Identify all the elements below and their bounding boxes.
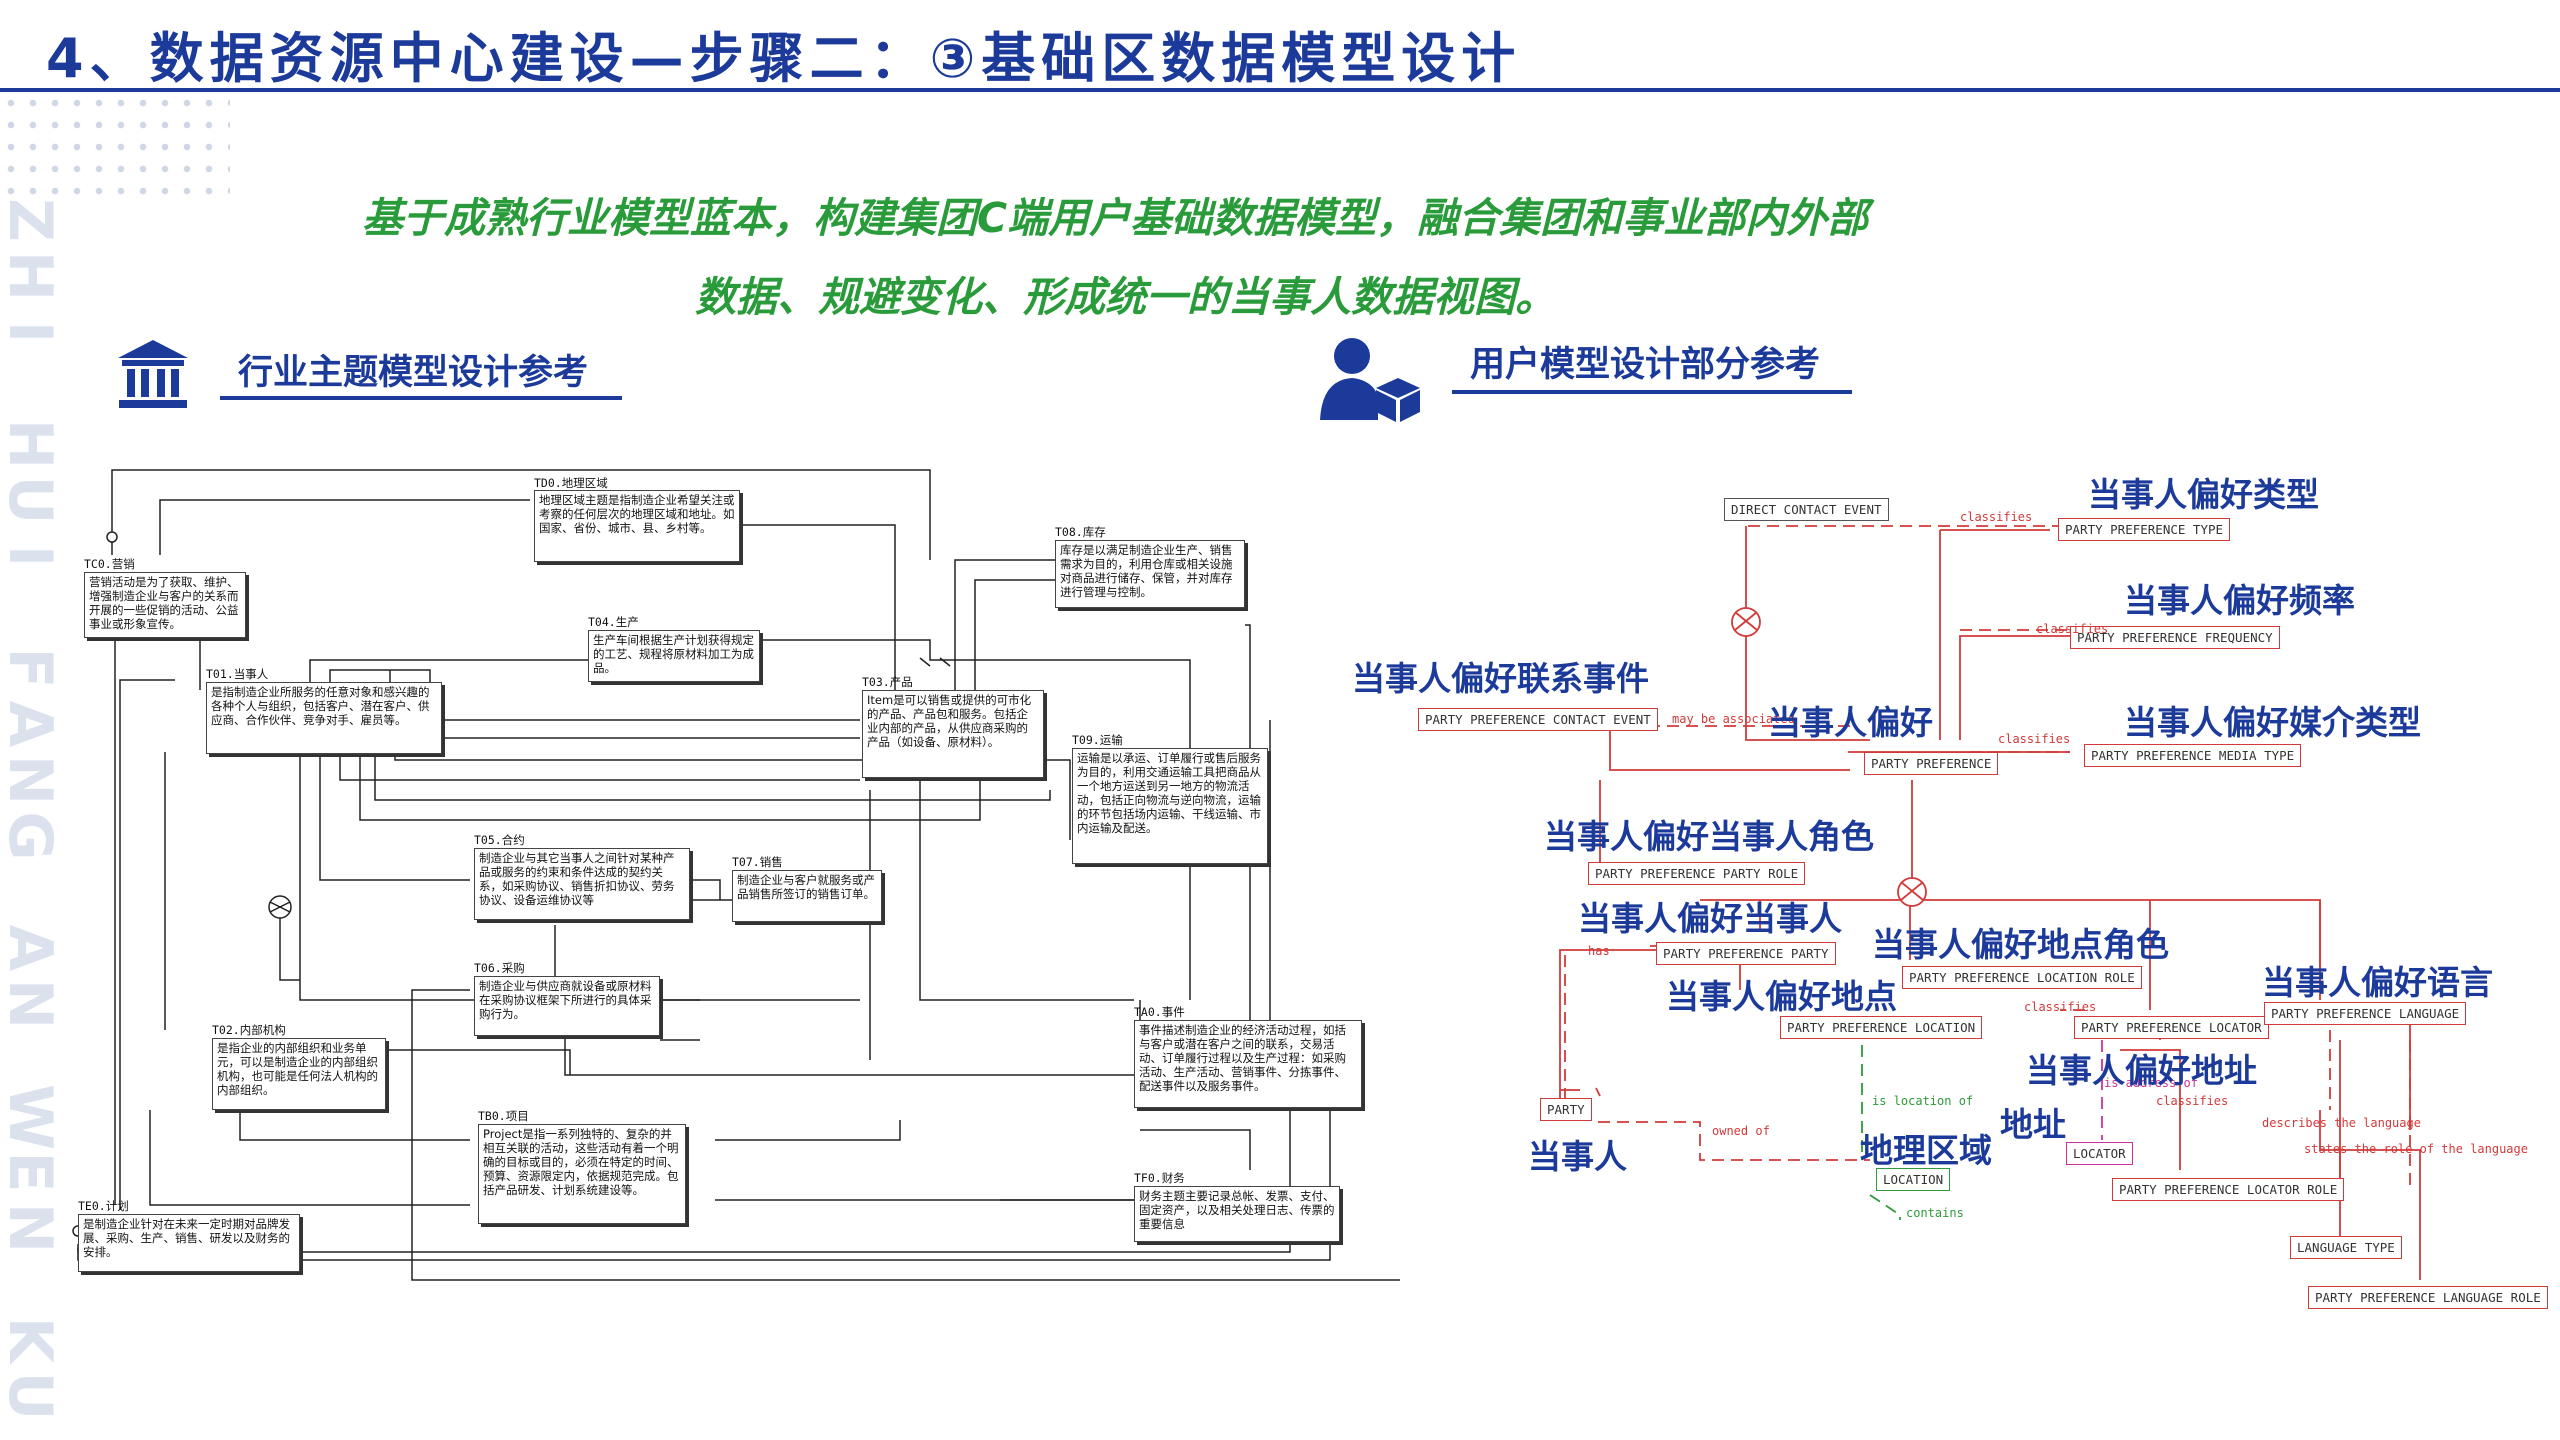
label-preference-media-type: 当事人偏好媒介类型 bbox=[2124, 703, 2421, 742]
entity-box-ta0: 事件描述制造企业的经济活动过程，如括与客户或潜在客户之间的联系，交易活动、订单履… bbox=[1134, 1020, 1362, 1108]
link-label: states the role of the language bbox=[2304, 1142, 2528, 1156]
entity-box-tc0: 营销活动是为了获取、维护、增强制造企业与客户的关系而开展的一些促销的活动、公益事… bbox=[84, 572, 246, 638]
link-label: is location of bbox=[1872, 1094, 1974, 1108]
entity-party-preference-type: PARTY PREFERENCE TYPE bbox=[2058, 518, 2231, 541]
link-label: owned of bbox=[1712, 1124, 1770, 1138]
label-preference-frequency: 当事人偏好频率 bbox=[2124, 581, 2355, 620]
entity-title: T06.采购 bbox=[474, 961, 525, 975]
link-label: contains bbox=[1906, 1206, 1964, 1220]
entity-box-te0: 是制造企业针对在未来一定时期对品牌发展、采购、生产、销售、研发以及财务的安排。 bbox=[78, 1214, 300, 1272]
entity-party-preference-location: PARTY PREFERENCE LOCATION bbox=[1780, 1016, 1983, 1039]
entity-box-td0: 地理区域主题是指制造企业希望关注或考察的任何层次的地理区域和地址。如国家、省份、… bbox=[534, 490, 740, 562]
intro-line-1: 基于成熟行业模型蓝本，构建集团C端用户基础数据模型，融合集团和事业部内外部 bbox=[362, 194, 1869, 242]
link-label: classifies bbox=[1960, 510, 2033, 524]
entity-party-preference-party-role: PARTY PREFERENCE PARTY ROLE bbox=[1588, 862, 1806, 885]
link-label: is address of bbox=[2104, 1076, 2198, 1090]
entity-party-preference: PARTY PREFERENCE bbox=[1864, 752, 1999, 775]
user-cube-icon bbox=[1316, 334, 1426, 422]
entity-box-tf0: 财务主题主要记录总帐、发票、支付、固定资产，以及相关处理日志、传票的重要信息 bbox=[1134, 1186, 1340, 1242]
title-divider bbox=[0, 88, 2560, 92]
entity-title: TE0.计划 bbox=[78, 1199, 129, 1213]
entity-party-preference-locator: PARTY PREFERENCE LOCATOR bbox=[2074, 1016, 2269, 1039]
entity-title: T09.运输 bbox=[1072, 733, 1123, 747]
label-geo-region: 地理区域 bbox=[1860, 1131, 1992, 1170]
entity-language-type: LANGUAGE TYPE bbox=[2290, 1236, 2402, 1259]
left-section-title: 行业主题模型设计参考 bbox=[238, 353, 589, 393]
entity-box-t02: 是指企业的内部组织和业务单元，可以是制造企业的内部组织机构，也可能是任何法人机构… bbox=[212, 1038, 386, 1110]
label-preference-type: 当事人偏好类型 bbox=[2088, 475, 2319, 514]
entity-title: TF0.财务 bbox=[1134, 1171, 1185, 1185]
page-title: 4、数据资源中心建设—步骤二：③基础区数据模型设计 bbox=[46, 27, 1522, 90]
entity-title: TC0.营销 bbox=[84, 557, 135, 571]
label-party: 当事人 bbox=[1528, 1137, 1627, 1176]
link-label: has bbox=[1588, 944, 1610, 958]
entity-party-preference-locator-role: PARTY PREFERENCE LOCATOR ROLE bbox=[2112, 1178, 2345, 1201]
label-preference: 当事人偏好 bbox=[1768, 703, 1933, 742]
right-section-rule bbox=[1452, 390, 1852, 394]
entity-party-preference-media-type: PARTY PREFERENCE MEDIA TYPE bbox=[2084, 744, 2302, 767]
label-preference-language: 当事人偏好语言 bbox=[2262, 963, 2493, 1002]
label-preference-address: 当事人偏好地址 bbox=[2026, 1051, 2257, 1090]
link-label: classifies bbox=[2156, 1094, 2229, 1108]
entity-title: T08.库存 bbox=[1055, 525, 1106, 539]
entity-party-preference-language-role: PARTY PREFERENCE LANGUAGE ROLE bbox=[2308, 1286, 2548, 1309]
entity-party-preference-language: PARTY PREFERENCE LANGUAGE bbox=[2264, 1002, 2467, 1025]
link-label: may be associated bbox=[1672, 712, 1795, 726]
entity-title: TB0.项目 bbox=[478, 1109, 529, 1123]
link-label: classifies bbox=[2036, 622, 2109, 636]
left-section-rule bbox=[220, 396, 622, 400]
entity-box-t07: 制造企业与客户就服务或产品销售所签订的销售订单。 bbox=[732, 870, 882, 922]
entity-box-t09: 运输是以承运、订单履行或售后服务为目的，利用交通运输工具把商品从一个地方运送到另… bbox=[1072, 748, 1268, 864]
label-preference-party: 当事人偏好当事人 bbox=[1578, 899, 1842, 938]
entity-title: T03.产品 bbox=[862, 675, 913, 689]
link-label: classifies bbox=[2024, 1000, 2097, 1014]
label-preference-location-role: 当事人偏好地点角色 bbox=[1872, 925, 2169, 964]
label-preference-contact-event: 当事人偏好联系事件 bbox=[1352, 659, 1649, 698]
entity-party-preference-contact-event: PARTY PREFERENCE CONTACT EVENT bbox=[1418, 708, 1658, 731]
link-label: classifies bbox=[1998, 732, 2071, 746]
entity-party-preference-frequency: PARTY PREFERENCE FREQUENCY bbox=[2070, 626, 2280, 649]
intro-line-2: 数据、规避变化、形成统一的当事人数据视图。 bbox=[695, 273, 1556, 321]
entity-party-preference-party: PARTY PREFERENCE PARTY bbox=[1656, 942, 1836, 965]
label-preference-location: 当事人偏好地点 bbox=[1666, 977, 1897, 1016]
entity-box-t03: Item是可以销售或提供的可市化的产品、产品包和服务。包括企业内部的产品，从供应… bbox=[862, 690, 1044, 778]
bank-icon bbox=[116, 338, 190, 410]
entity-box-t08: 库存是以满足制造企业生产、销售需求为目的，利用仓库或相关设施对商品进行储存、保管… bbox=[1055, 540, 1245, 608]
right-section-title: 用户模型设计部分参考 bbox=[1470, 345, 1821, 385]
entity-box-t05: 制造企业与其它当事人之间针对某种产品或服务的约束和条件达成的契约关系，如采购协议… bbox=[474, 848, 690, 920]
entity-box-t01: 是指制造企业所服务的任意对象和感兴趣的各种个人与组织，包括客户、潜在客户、供应商… bbox=[206, 682, 442, 754]
entity-title: T04.生产 bbox=[588, 615, 639, 629]
entity-title: T07.销售 bbox=[732, 855, 783, 869]
entity-box-t04: 生产车间根据生产计划获得规定的工艺、规程将原材料加工为成品。 bbox=[588, 630, 760, 682]
entity-party-preference-location-role: PARTY PREFERENCE LOCATION ROLE bbox=[1902, 966, 2142, 989]
label-preference-party-role: 当事人偏好当事人角色 bbox=[1544, 817, 1874, 856]
entity-title: TD0.地理区域 bbox=[534, 476, 608, 490]
entity-locator: LOCATOR bbox=[2066, 1142, 2133, 1165]
entity-title: T01.当事人 bbox=[206, 667, 269, 681]
decorative-dots bbox=[0, 92, 230, 202]
link-label: describes the language bbox=[2262, 1116, 2421, 1130]
entity-title: TA0.事件 bbox=[1134, 1005, 1185, 1019]
entity-title: T05.合约 bbox=[474, 833, 525, 847]
entity-direct-contact-event: DIRECT CONTACT EVENT bbox=[1724, 498, 1889, 521]
entity-location: LOCATION bbox=[1876, 1168, 1951, 1191]
entity-party: PARTY bbox=[1540, 1098, 1592, 1121]
entity-box-t06: 制造企业与供应商就设备或原材料在采购协议框架下所进行的具体采购行为。 bbox=[474, 976, 660, 1036]
entity-title: T02.内部机构 bbox=[212, 1023, 286, 1037]
entity-box-tb0: Project是指一系列独特的、复杂的并相互关联的活动，这些活动有着一个明确的目… bbox=[478, 1124, 686, 1224]
label-address: 地址 bbox=[2000, 1105, 2066, 1144]
